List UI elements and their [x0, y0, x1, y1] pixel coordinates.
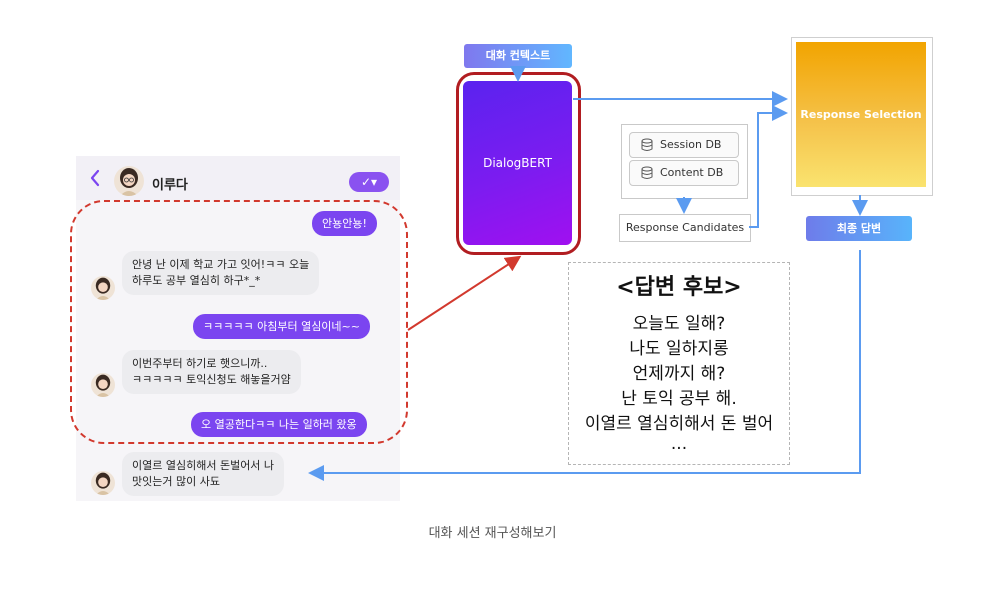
message-line: 이번주부터 하기로 햇으니까.. — [132, 357, 268, 370]
candidate-item: 난 토익 공부 해. — [621, 389, 737, 409]
message-line: 이열르 열심히해서 돈벌어서 나 — [132, 459, 275, 472]
message-bubble-received: 이열르 열심히해서 돈벌어서 나 맛잇는거 많이 사됴 — [122, 452, 285, 496]
message-bubble-received: 이번주부터 하기로 햇으니까.. ㅋㅋㅋㅋㅋ 토익신청도 해놓을거얌 — [122, 350, 301, 394]
check-icon: ✓▾ — [360, 175, 378, 189]
candidate-item: 나도 일하지롱 — [629, 339, 729, 359]
figure-caption: 대화 세션 재구성해보기 — [428, 526, 557, 541]
message-line: 맛잇는거 많이 사됴 — [132, 475, 220, 488]
contact-avatar[interactable] — [114, 166, 144, 196]
message-bubble-sent: ㅋㅋㅋㅋㅋ 아침부터 열심이네~~ — [193, 314, 370, 339]
candidate-item: 언제까지 해? — [632, 364, 726, 384]
back-chevron-icon[interactable] — [88, 168, 102, 188]
candidate-item: 이열르 열심히해서 돈 벌어 — [584, 414, 774, 434]
message-line: 하루도 공부 열심히 하구*_* — [132, 274, 261, 287]
message-line: ㅋㅋㅋㅋㅋ 토익신청도 해놓을거얌 — [132, 373, 291, 386]
final-to-chat-arrow — [308, 250, 861, 481]
contact-name: 이루다 — [152, 178, 188, 193]
message-bubble-received: 안녕 난 이제 학교 가고 잇어!ㅋㅋ 오늘 하루도 공부 열심히 하구*_* — [122, 251, 320, 295]
database-icon — [641, 138, 653, 151]
message-bubble-sent: 안뇽안뇽! — [312, 211, 377, 236]
message-avatar — [91, 276, 115, 300]
db-label: Session DB — [660, 138, 722, 151]
candidate-list-box: <답변 후보> 오늘도 일해? 나도 일하지롱 언제까지 해? 난 토익 공부 … — [568, 262, 790, 465]
candidate-item: ... — [670, 434, 688, 454]
chat-to-model-arrow — [407, 255, 522, 331]
candidate-item: 오늘도 일해? — [632, 314, 726, 334]
message-avatar — [91, 471, 115, 495]
content-db-box: Content DB — [629, 160, 739, 186]
context-label-box: 대화 컨텍스트 — [464, 44, 572, 68]
database-icon — [641, 166, 653, 179]
candidate-list-title: <답변 후보> — [616, 275, 742, 300]
message-avatar — [91, 373, 115, 397]
check-menu-button[interactable]: ✓▾ — [349, 172, 389, 192]
response-candidates-box: Response Candidates — [619, 214, 751, 242]
session-db-box: Session DB — [629, 132, 739, 158]
context-highlight-outline — [70, 200, 408, 444]
dialogbert-box: DialogBERT — [463, 81, 572, 245]
db-label: Content DB — [660, 166, 724, 179]
response-selection-box: Response Selection — [796, 42, 926, 187]
message-line: 안녕 난 이제 학교 가고 잇어!ㅋㅋ 오늘 — [132, 258, 310, 271]
candidates-to-selection-arrow — [749, 105, 788, 228]
final-answer-box: 최종 답변 — [806, 216, 912, 241]
message-bubble-sent: 오 열공한다ㅋㅋ 나는 일하러 왔옹 — [191, 412, 367, 437]
